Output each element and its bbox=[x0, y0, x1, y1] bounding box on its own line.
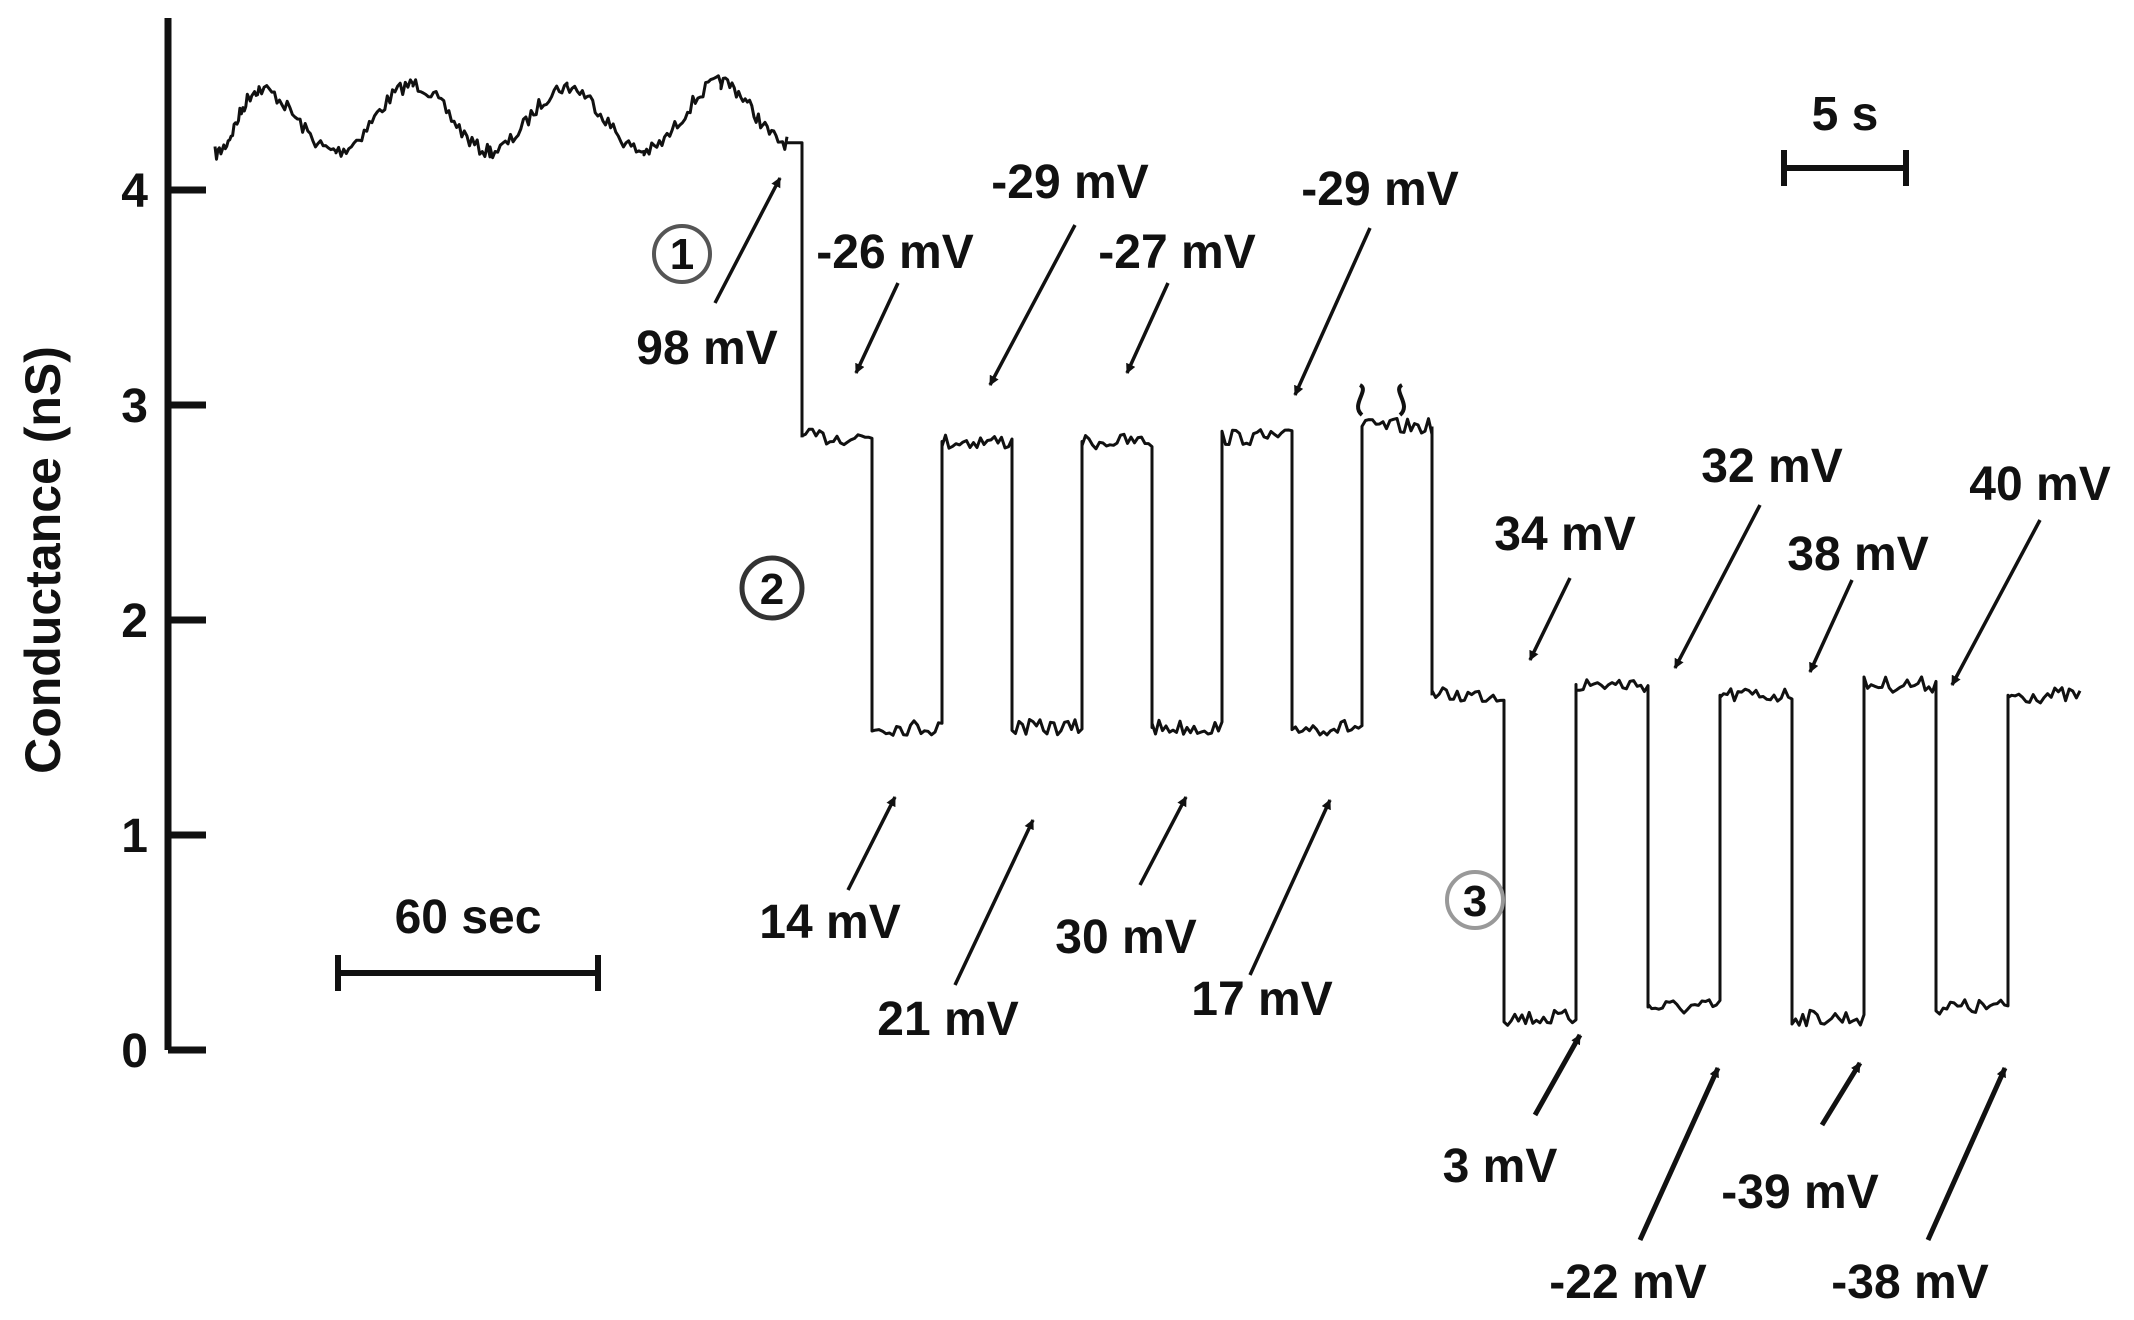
annotation-12: 38 mV bbox=[1787, 528, 1929, 673]
phase-marker-1-circle bbox=[652, 224, 712, 284]
scale-bar-60-sec-label: 60 sec bbox=[395, 891, 542, 944]
annotation-17-arrow bbox=[1925, 1066, 2008, 1242]
annotation-4-label: -27 mV bbox=[1098, 226, 1255, 279]
phase-marker-3: 3 bbox=[1445, 870, 1505, 930]
break-mark-left bbox=[1356, 383, 1365, 417]
annotation-5-label: -29 mV bbox=[1301, 163, 1458, 216]
annotation-8-label: 30 mV bbox=[1055, 911, 1196, 964]
y-tick-label-0: 0 bbox=[121, 1025, 148, 1078]
phase-marker-1: 1 bbox=[652, 224, 712, 284]
annotation-8: 30 mV bbox=[1055, 796, 1197, 964]
trace-group bbox=[213, 74, 2082, 1028]
annotation-11-arrow bbox=[1673, 504, 1762, 669]
annotation-8-arrow bbox=[1138, 796, 1188, 886]
phase-marker-2-label: 2 bbox=[760, 565, 784, 614]
annotation-1-label: 98 mV bbox=[636, 322, 777, 375]
annotation-12-label: 38 mV bbox=[1787, 528, 1928, 581]
y-ticks: 0 1 2 3 4 bbox=[121, 165, 206, 1078]
annotation-12-arrow bbox=[1808, 579, 1854, 673]
annotation-15: -22 mV bbox=[1549, 1066, 1721, 1309]
y-axis-title: Conductance (nS) bbox=[15, 346, 71, 774]
annotation-17: -38 mV bbox=[1831, 1066, 2008, 1309]
annotation-16-arrow bbox=[1819, 1061, 1863, 1127]
annotation-7: 21 mV bbox=[877, 819, 1035, 1046]
y-tick-label-1: 1 bbox=[121, 810, 148, 863]
annotation-10-arrow bbox=[1528, 577, 1572, 661]
annotation-4: -27 mV bbox=[1098, 226, 1256, 374]
annotation-16: -39 mV bbox=[1721, 1061, 1879, 1219]
annotation-2-label: -26 mV bbox=[816, 226, 973, 279]
annotation-7-label: 21 mV bbox=[877, 993, 1018, 1046]
annotation-4-arrow bbox=[1125, 282, 1170, 374]
phase-marker-2-circle bbox=[739, 555, 805, 621]
phase-marker-1-label: 1 bbox=[670, 230, 694, 279]
annotation-11-label: 32 mV bbox=[1701, 440, 1842, 493]
y-tick-label-4: 4 bbox=[121, 165, 148, 218]
annotation-6-arrow bbox=[846, 796, 897, 891]
phase-marker-3-circle bbox=[1445, 870, 1505, 930]
annotation-6: 14 mV bbox=[759, 796, 901, 949]
annotation-15-arrow bbox=[1637, 1066, 1721, 1242]
trace-segment-2 bbox=[800, 417, 1434, 737]
y-tick-label-2: 2 bbox=[121, 595, 148, 648]
scale-bar-60-sec: 60 sec bbox=[335, 891, 601, 991]
scale-bar-5-s: 5 s bbox=[1781, 88, 1909, 186]
trace-segment-1 bbox=[213, 74, 789, 161]
annotation-1-arrow bbox=[713, 177, 782, 304]
annotation-3-label: -29 mV bbox=[991, 156, 1148, 209]
annotation-9: 17 mV bbox=[1191, 799, 1333, 1026]
annotation-3-arrow bbox=[988, 224, 1077, 386]
annotation-14-arrow bbox=[1532, 1033, 1583, 1117]
annotation-3: -29 mV bbox=[988, 156, 1149, 386]
annotation-15-label: -22 mV bbox=[1549, 1256, 1706, 1309]
annotation-10: 34 mV bbox=[1494, 508, 1636, 661]
annotations: 98 mV -26 mV -29 mV -27 mV -29 mV 14 mV … bbox=[636, 156, 2110, 1309]
annotation-5: -29 mV bbox=[1293, 163, 1459, 396]
axis-break-marks bbox=[1356, 383, 1406, 417]
annotation-9-arrow bbox=[1248, 799, 1332, 976]
phase-marker-2: 2 bbox=[739, 555, 805, 621]
annotation-6-label: 14 mV bbox=[759, 896, 900, 949]
annotation-14: 3 mV bbox=[1443, 1033, 1583, 1193]
annotation-9-label: 17 mV bbox=[1191, 973, 1332, 1026]
y-tick-label-3: 3 bbox=[121, 380, 148, 433]
annotation-13-label: 40 mV bbox=[1969, 458, 2110, 511]
annotation-2: -26 mV bbox=[816, 226, 974, 374]
annotation-1: 98 mV bbox=[636, 177, 782, 375]
annotation-10-label: 34 mV bbox=[1494, 508, 1635, 561]
trace-drop-1 bbox=[787, 141, 804, 438]
annotation-7-arrow bbox=[953, 819, 1035, 986]
scale-bar-5-s-label: 5 s bbox=[1812, 88, 1879, 141]
trace-segment-3 bbox=[1430, 675, 2082, 1028]
break-mark-right bbox=[1397, 383, 1406, 417]
annotation-11: 32 mV bbox=[1673, 440, 1843, 669]
phase-marker-3-label: 3 bbox=[1463, 877, 1487, 926]
annotation-5-arrow bbox=[1293, 227, 1372, 396]
annotation-13: 40 mV bbox=[1950, 458, 2111, 686]
annotation-2-arrow bbox=[854, 282, 900, 374]
annotation-13-arrow bbox=[1950, 519, 2042, 686]
annotation-14-label: 3 mV bbox=[1443, 1140, 1558, 1193]
annotation-16-label: -39 mV bbox=[1721, 1166, 1878, 1219]
annotation-17-label: -38 mV bbox=[1831, 1256, 1988, 1309]
